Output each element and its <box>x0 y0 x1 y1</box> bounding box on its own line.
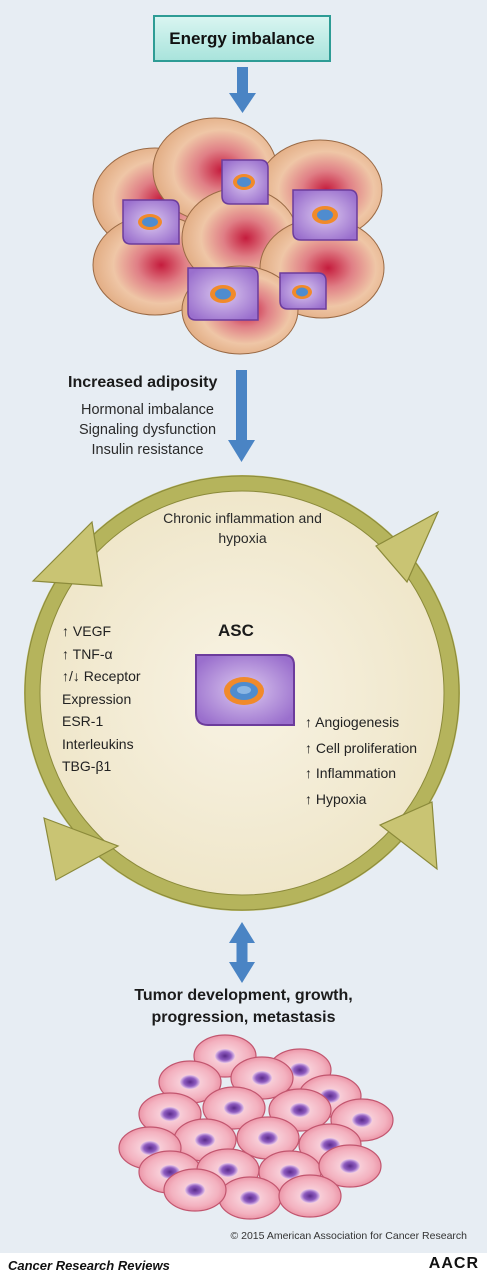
inflammation-cycle <box>24 475 460 911</box>
tumor-cell-nucleus <box>300 1189 320 1203</box>
arrow-adiposity-to-cycle <box>228 370 255 462</box>
asc-cell <box>292 189 358 241</box>
journal-name: Cancer Research Reviews <box>8 1258 170 1273</box>
adiposity-effects-list: Hormonal imbalance Signaling dysfunction… <box>60 400 235 460</box>
asc-effect: ↑ Hypoxia <box>305 790 367 807</box>
cycle-arrowhead-left-bottom <box>43 817 120 881</box>
asc-factor: Expression <box>62 690 132 707</box>
asc-effect-list: ↑ Angiogenesis ↑ Cell proliferation ↑ In… <box>305 710 417 812</box>
tumor-cell-nucleus <box>185 1183 205 1197</box>
asc-cell <box>122 199 180 245</box>
double-arrow-cycle-tumor <box>229 922 255 983</box>
energy-imbalance-label: Energy imbalance <box>169 28 315 48</box>
tumor-cell-nucleus <box>224 1101 244 1115</box>
diagram-graphics <box>24 67 460 1220</box>
asc-factor: ESR-1 <box>62 713 104 729</box>
increased-adiposity-title: Increased adiposity <box>68 374 218 391</box>
tumor-cell-nucleus <box>290 1063 310 1077</box>
asc-factor: TBG-β1 <box>62 758 112 774</box>
cycle-arrowhead-right-bottom <box>378 801 438 871</box>
arrow-energy-to-adipose <box>229 67 256 113</box>
asc-cell <box>187 267 259 321</box>
asc-cells-on-cluster <box>122 159 358 321</box>
copyright-text: © 2015 American Association for Cancer R… <box>230 1230 467 1242</box>
asc-central-cell <box>195 654 295 726</box>
tumor-cell-cluster <box>118 1034 394 1220</box>
adiposity-effect: Signaling dysfunction <box>78 422 217 438</box>
tumor-cell-nucleus <box>280 1165 300 1179</box>
tumor-cell-nucleus <box>258 1131 278 1145</box>
adiposity-effect: Insulin resistance <box>91 442 204 458</box>
asc-factor: Interleukins <box>62 735 134 752</box>
tumor-cell-nucleus <box>195 1133 215 1147</box>
tumor-cell-nucleus <box>290 1103 310 1117</box>
tumor-cell-nucleus <box>160 1107 180 1121</box>
chronic-inflammation-text: Chronic inflammation and hypoxia <box>163 510 322 546</box>
tumor-cell-nucleus <box>352 1113 372 1127</box>
tumor-cell-nucleus <box>252 1071 272 1085</box>
tumor-cell-nucleus <box>218 1163 238 1177</box>
tumor-cell-nucleus <box>240 1191 260 1205</box>
adiposity-effect: Hormonal imbalance <box>81 402 214 418</box>
asc-factor: ↑/↓ Receptor <box>62 668 141 684</box>
asc-effect: ↑ Angiogenesis <box>305 714 400 730</box>
asc-cell <box>221 159 269 205</box>
asc-effect: ↑ Cell proliferation <box>305 739 418 756</box>
tumor-outcome-text: Tumor development, growth, progression, … <box>134 987 353 1026</box>
energy-imbalance-box: Energy imbalance <box>153 15 331 62</box>
cycle-arrowhead-left-top <box>31 520 103 587</box>
asc-cell <box>279 272 327 310</box>
asc-factor: ↑ TNF-α <box>62 645 113 662</box>
tumor-cell-nucleus <box>180 1075 200 1089</box>
asc-factor-list: ↑ VEGF ↑ TNF-α ↑/↓ Receptor Expression E… <box>62 620 141 778</box>
cycle-arrowhead-right-top <box>375 510 440 584</box>
asc-factor: ↑ VEGF <box>62 623 112 639</box>
tumor-cell-nucleus <box>215 1049 235 1063</box>
tumor-cell-nucleus <box>340 1159 360 1173</box>
aacr-logo: AACR <box>428 1255 479 1272</box>
asc-effect: ↑ Inflammation <box>305 765 397 781</box>
tumor-cell-nucleus <box>140 1141 160 1155</box>
asc-label: ASC <box>218 621 254 640</box>
